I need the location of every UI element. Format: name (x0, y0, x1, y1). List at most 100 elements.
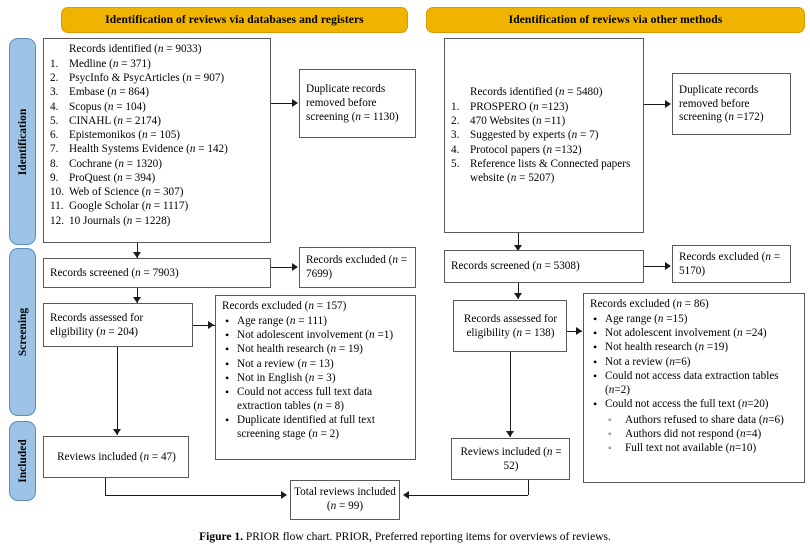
list-number: 9. (50, 171, 59, 184)
arrowhead-right (665, 100, 671, 108)
list-number: 10. (50, 186, 64, 199)
list-text: PROSPERO (n =123) (470, 100, 569, 113)
left-excluded-header: Records excluded (n = 157) (222, 300, 347, 312)
list-item: 6.Epistemonikos (n = 105) (50, 129, 265, 143)
bullet-icon: • (225, 385, 230, 400)
list-item: •Not health research (n = 19) (222, 342, 410, 357)
list-number: 2. (50, 72, 59, 85)
list-text: Not a review (n = 13) (237, 357, 334, 370)
bullet-icon: • (225, 328, 230, 343)
circle-bullet-icon: ◦ (608, 414, 612, 426)
box-right-excluded-detail: Records excluded (n = 86) • Age range (n … (583, 293, 805, 483)
list-number: 8. (50, 157, 59, 170)
left-excluded-list: •Age range (n = 111) •Not adolescent inv… (222, 313, 410, 442)
bullet-icon: • (225, 370, 230, 385)
list-item: 8. Cochrane (n = 1320) (50, 158, 265, 172)
list-text: Epistemonikos (n = 105) (69, 129, 181, 142)
bullet-icon: • (593, 311, 598, 326)
list-item: 5.CINAHL (n = 2174) (50, 115, 265, 129)
circle-bullet-icon: ◦ (608, 443, 612, 455)
arrowhead-right (665, 262, 671, 270)
list-text: Could not access the full text (n=20) (605, 397, 769, 410)
list-item: • Could not access the full text (n=20) … (590, 396, 799, 456)
list-item: 4.Scopus (n = 104) (50, 101, 265, 115)
list-item: • Not adolescent involvement (n =24) (590, 326, 799, 341)
bullet-icon: • (593, 326, 598, 341)
sub-list-item: ◦Authors refused to share data (n=6) (605, 414, 799, 428)
box-left-excluded-detail: Records excluded (n = 157) •Age range (n… (215, 295, 416, 460)
arrowhead-right (292, 263, 298, 271)
phase-label-identification: Identification (16, 108, 29, 175)
connector-left-eligibility-to-included (117, 347, 118, 435)
list-item: •Not adolescent involvement (n =1) (222, 328, 410, 343)
list-text: Not health research (n =19) (605, 341, 729, 354)
box-left-screened-excluded: Records excluded (n = 7699) (299, 247, 416, 288)
list-item: •Not in English (n = 3) (222, 370, 410, 386)
box-left-records-identified: Records identified (n = 9033) 1.Medline … (43, 38, 271, 243)
sub-list-item: ◦ Full text not available (n=10) (605, 442, 799, 456)
list-number: 5. (451, 157, 460, 170)
left-eligibility-text: Records assessed for eligibility (n = 20… (50, 311, 144, 338)
list-number: 4. (451, 143, 460, 156)
list-number: 2. (451, 115, 460, 128)
arrowhead-down (133, 297, 141, 303)
list-text: Cochrane (n = 1320) (69, 157, 162, 170)
list-text: Not adolescent involvement (n =24) (605, 327, 767, 340)
arrowhead-right (292, 99, 298, 107)
list-item: 10. Web of Science (n = 307) (50, 186, 265, 200)
banner-right-identification: Identification of reviews via other meth… (426, 7, 805, 33)
list-text: ProQuest (n = 394) (69, 171, 156, 184)
phase-label-screening: Screening (16, 307, 29, 357)
list-text: Could not access full text data extracti… (237, 386, 373, 412)
banner-left-label: Identification of reviews via databases … (105, 14, 364, 26)
phase-label-included: Included (16, 439, 29, 483)
right-excluded-header: Records excluded (n = 86) (590, 298, 709, 310)
list-text: Web of Science (n = 307) (69, 186, 184, 199)
list-text: Google Scholar (n = 1117) (69, 200, 189, 213)
list-text: Suggested by experts (n = 7) (470, 129, 599, 142)
total-line-1: Total reviews included (294, 486, 396, 499)
list-item: •Not a review (n=6) (590, 354, 799, 370)
connector-left-eligibility-to-excluded (193, 325, 215, 326)
right-duplicates-text: Duplicate records removed before screeni… (679, 83, 764, 124)
phase-tab-screening: Screening (9, 248, 36, 416)
sub-list-text: Full text not available (n=10) (625, 442, 757, 455)
bullet-icon: • (593, 396, 598, 411)
list-item: 3.Embase (n = 864) (50, 86, 265, 100)
bullet-icon: • (593, 354, 598, 369)
connector-right-included-to-total (409, 495, 528, 496)
sub-list-text: Authors did not respond (n=4) (625, 427, 762, 440)
list-item: 1.Medline (n = 371) (50, 58, 265, 72)
banner-left-identification: Identification of reviews via databases … (61, 7, 408, 33)
list-item: •Duplicate identified at full text scree… (222, 413, 410, 442)
connector-left-screened-to-excluded (271, 267, 293, 268)
left-duplicates-text: Duplicate records removed before screeni… (306, 83, 399, 123)
right-screened-text: Records screened (n = 5308) (451, 260, 580, 273)
box-right-eligibility: Records assessed for eligibility (n = 13… (453, 300, 567, 352)
arrowhead-down (133, 252, 141, 258)
list-item: 9. ProQuest (n = 394) (50, 172, 265, 186)
list-item: 2.PsycInfo & PsycArticles (n = 907) (50, 72, 265, 86)
box-right-records-screened: Records screened (n = 5308) (444, 250, 644, 283)
list-text: Not health research (n = 19) (237, 343, 363, 356)
list-item: • Age range (n =15) (590, 311, 799, 327)
list-text: Age range (n =15) (605, 312, 688, 325)
right-identified-header: Records identified (n = 5480) (470, 86, 603, 99)
list-number: 5. (50, 114, 59, 127)
list-text: Protocol papers (n =132) (470, 143, 582, 156)
list-number: 12. (50, 214, 64, 227)
connector-right-identified-to-screened (518, 233, 519, 250)
list-item: 3.Suggested by experts (n = 7) (451, 129, 638, 143)
connector-left-included-to-total (105, 495, 283, 496)
connector-right-included-down (528, 480, 529, 495)
list-item: 12.10 Journals (n = 1228) (50, 215, 265, 229)
list-number: 3. (50, 86, 59, 99)
connector-right-identified-to-duplicates (644, 104, 666, 105)
list-number: 1. (50, 57, 59, 70)
bullet-icon: • (225, 413, 230, 428)
left-identified-header: Records identified (n = 9033) (69, 43, 202, 55)
box-left-eligibility: Records assessed for eligibility (n = 20… (43, 303, 193, 347)
bullet-icon: • (225, 313, 230, 328)
right-screened-excluded-text: Records excluded (n = 5170) (679, 250, 781, 277)
